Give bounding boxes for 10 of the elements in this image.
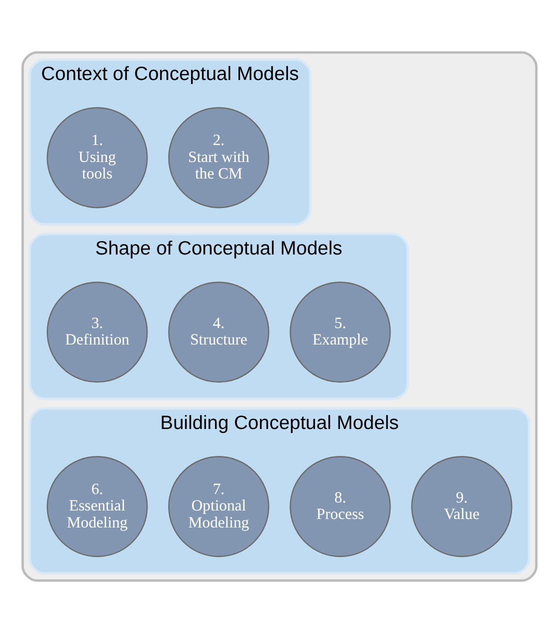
node-circle: 5. Example (290, 281, 391, 382)
node-circle: 1. Using tools (46, 106, 148, 208)
node-circle: 9. Value (411, 456, 512, 557)
node-circle: 6. Essential Modeling (46, 456, 148, 557)
node-circle: 2. Start with the CM (168, 106, 270, 208)
cluster (21, 50, 538, 582)
node-circle: 4. Structure (168, 281, 270, 382)
node-circle: 8. Process (290, 456, 391, 557)
node-circle: 7. Optional Modeling (168, 456, 270, 557)
node-circle: 3. Definition (46, 281, 148, 382)
